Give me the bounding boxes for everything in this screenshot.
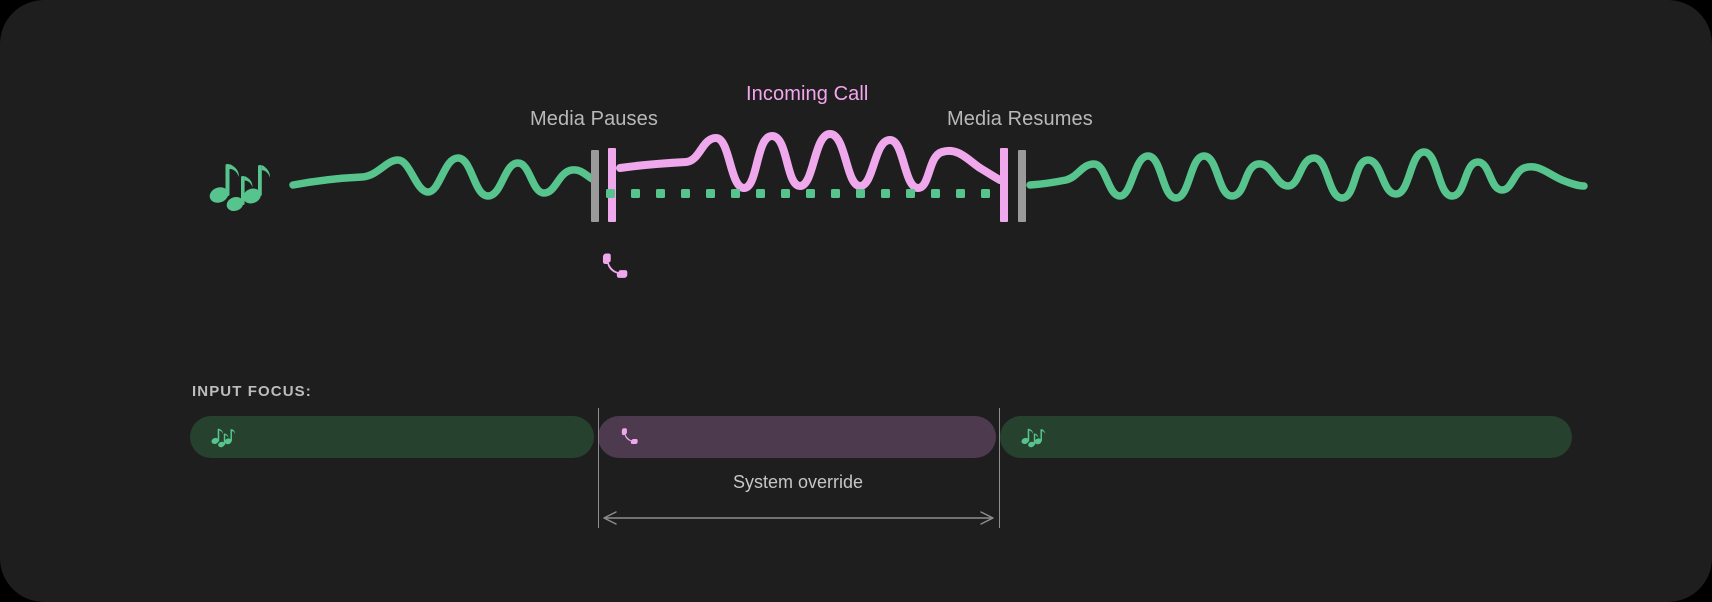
focus-track-call[interactable]	[598, 416, 996, 458]
muted-media-dots	[606, 189, 990, 198]
override-guide-right	[999, 408, 1000, 528]
input-focus-title: INPUT FOCUS:	[192, 383, 312, 400]
call-wave	[616, 130, 1004, 192]
phone-handset-icon	[618, 426, 640, 448]
label-media-resumes: Media Resumes	[947, 108, 1093, 130]
override-span-arrow	[598, 508, 999, 528]
system-override-label: System override	[732, 472, 864, 492]
call-start-bar	[608, 148, 616, 222]
label-media-pauses: Media Pauses	[530, 108, 658, 130]
focus-track-media-before[interactable]	[190, 416, 594, 458]
waveform-canvas	[289, 130, 1588, 222]
music-notes-icon	[1020, 426, 1046, 448]
audio-focus-timeline: Media Pauses Incoming Call Media Resumes	[209, 83, 1588, 278]
media-wave-after	[1026, 148, 1588, 202]
label-incoming-call: Incoming Call	[746, 83, 869, 105]
media-wave-before	[289, 154, 598, 200]
music-notes-icon	[210, 426, 236, 448]
pause-marker-bar	[591, 150, 599, 222]
resume-marker-bar	[1018, 150, 1026, 222]
override-guide-left	[598, 408, 599, 528]
call-end-bar	[1000, 148, 1008, 222]
focus-track-media-after[interactable]	[1000, 416, 1572, 458]
input-focus-section: INPUT FOCUS:	[0, 368, 1712, 602]
